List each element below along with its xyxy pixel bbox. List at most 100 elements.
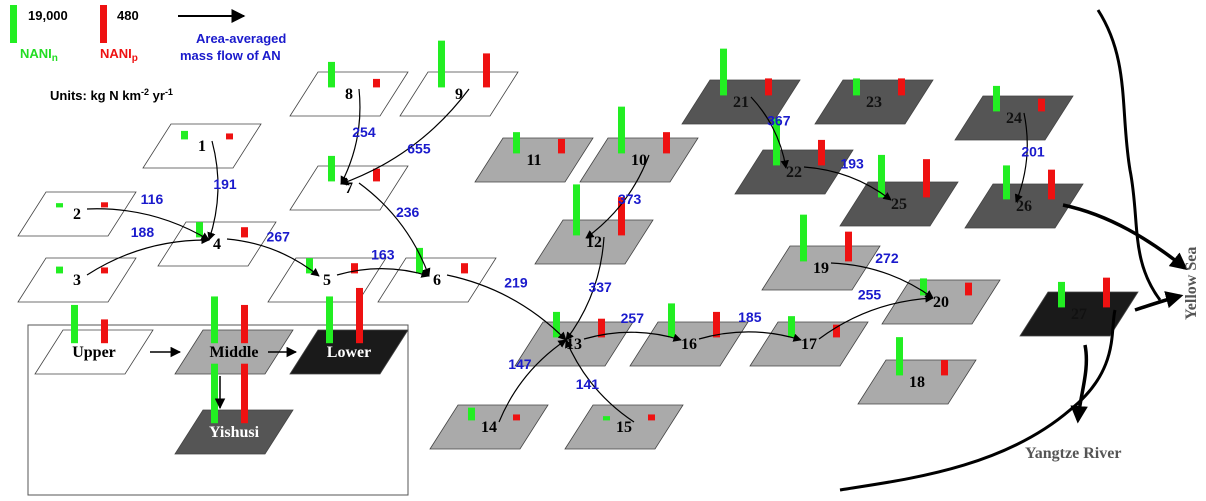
- summary-nanip-bar-middle: [241, 304, 248, 344]
- nanin-bar-2: [56, 203, 63, 208]
- flow-label-3-4: 188: [131, 224, 155, 240]
- nanin-bar-11: [513, 132, 520, 154]
- summary-upper: [34, 329, 154, 375]
- nanip-bar-19: [845, 231, 852, 262]
- flow-arrow-8-7: [340, 88, 361, 185]
- flow-arrow-7-6: [358, 182, 431, 277]
- nanin-bar-5: [306, 258, 313, 274]
- nanip-bar-7: [373, 168, 380, 182]
- nanip-bar-16: [713, 311, 720, 338]
- subbasin-label-10: 10: [631, 152, 647, 169]
- flow-arrow-19-20: [830, 262, 934, 299]
- nanin-bar-10: [618, 106, 625, 154]
- flow-label-12-13: 337: [588, 279, 612, 295]
- subbasin-label-15: 15: [616, 419, 632, 436]
- legend: 19,000 480 NANIn NANIp Area-averaged mas…: [10, 5, 286, 103]
- summary-label-upper: Upper: [72, 344, 116, 361]
- subbasin-label-22: 22: [786, 164, 802, 181]
- flow-arrow-2-4: [86, 208, 210, 241]
- flow-label-2-4: 116: [141, 191, 164, 207]
- nanip-bar-11: [558, 138, 565, 154]
- flow-arrow-15-13: [565, 339, 635, 423]
- legend-red-bar: [100, 5, 107, 43]
- flow-label-6-13: 219: [504, 275, 528, 291]
- summary-label-yishusi: Yishusi: [209, 424, 260, 441]
- nanin-bar-25: [878, 154, 885, 198]
- nanin-bar-26: [1003, 165, 1010, 200]
- flow-label-10-12: 373: [618, 191, 642, 207]
- flow-label-22-25: 193: [840, 155, 864, 171]
- outflow-27-yangtze: [1070, 344, 1089, 424]
- subbasin-label-8: 8: [345, 86, 353, 103]
- nanin-bar-3: [56, 266, 63, 274]
- flow-arrow-22-25: [803, 166, 892, 201]
- nanin-bar-22: [773, 118, 780, 166]
- nanip-bar-2: [101, 202, 108, 208]
- summary-nanin-bar-upper: [71, 304, 78, 344]
- summary-nanin-bar-yishusi: [211, 363, 218, 424]
- subbasin-label-6: 6: [433, 272, 441, 289]
- nanip-bar-5: [351, 263, 358, 274]
- legend-green-label: NANIn: [20, 46, 58, 64]
- flow-arrow-4-5: [226, 238, 320, 277]
- summary-label-middle: Middle: [210, 344, 259, 361]
- nanip-bar-9: [483, 53, 490, 88]
- subbasin-label-3: 3: [73, 272, 81, 289]
- flow-arrow-24-26: [1014, 112, 1028, 203]
- legend-arrow-label-2: mass flow of AN: [180, 48, 281, 63]
- nanip-bar-18: [941, 360, 948, 376]
- nanip-bar-26: [1048, 169, 1055, 200]
- yangtze-label: Yangtze River: [1025, 445, 1121, 462]
- subbasin-label-1: 1: [198, 138, 206, 155]
- nanip-bar-24: [1038, 98, 1045, 112]
- flow-label-9-7: 655: [407, 141, 431, 157]
- nanip-bar-27: [1103, 277, 1110, 308]
- legend-arrow-label-1: Area-averaged: [196, 31, 286, 46]
- nanin-bar-23: [853, 78, 860, 96]
- flow-arrow-17-20: [818, 294, 934, 340]
- nanip-bar-22: [818, 139, 825, 166]
- subbasin-label-17: 17: [801, 336, 817, 353]
- subbasin-label-23: 23: [866, 94, 882, 111]
- flow-arrow-3-4: [86, 235, 210, 276]
- flow-label-14-13: 147: [508, 356, 532, 372]
- river-line-lower: [839, 309, 1117, 492]
- river-line-upper: [1096, 9, 1162, 301]
- summary-nanip-bar-yishusi: [241, 363, 248, 424]
- subbasin-label-20: 20: [933, 294, 949, 311]
- summary-lower: [289, 329, 409, 375]
- subbasin-label-18: 18: [909, 374, 925, 391]
- flow-arrow-5-6: [336, 268, 430, 278]
- nanip-bar-23: [898, 78, 905, 96]
- nanin-bar-17: [788, 316, 795, 338]
- nanin-bar-21: [720, 48, 727, 96]
- rivers: [839, 9, 1188, 492]
- subbasin-label-2: 2: [73, 206, 81, 223]
- nanin-bar-4: [196, 222, 203, 238]
- nanin-bar-27: [1058, 281, 1065, 308]
- flow-arrow-6-13: [446, 274, 567, 341]
- subbasin-label-25: 25: [891, 196, 907, 213]
- units-label: Units: kg N km-2 yr-1: [50, 87, 173, 103]
- nanip-bar-13: [598, 318, 605, 338]
- flow-label-15-13: 141: [576, 376, 600, 392]
- flow-arrow-13-16: [583, 331, 682, 342]
- nanip-bar-21: [765, 78, 772, 96]
- flow-label-21-22: 367: [767, 112, 791, 128]
- nanip-bar-1: [226, 133, 233, 140]
- nanin-bar-19: [800, 214, 807, 262]
- nanin-bar-14: [468, 407, 475, 421]
- nanin-bar-24: [993, 85, 1000, 112]
- flow-arrow-12-13: [565, 236, 605, 341]
- bar-layer: [56, 40, 1110, 421]
- flow-arrow-21-22: [750, 96, 789, 169]
- subbasin-label-16: 16: [681, 336, 697, 353]
- legend-green-bar: [10, 5, 17, 43]
- subbasin-label-19: 19: [813, 260, 829, 277]
- summary-nanip-bar-lower: [356, 287, 363, 344]
- flow-arrow-10-12: [585, 154, 650, 239]
- subbasin-label-24: 24: [1006, 110, 1022, 127]
- outflow-26-sea: [1062, 203, 1188, 271]
- flow-arrow-layer: [86, 88, 1028, 423]
